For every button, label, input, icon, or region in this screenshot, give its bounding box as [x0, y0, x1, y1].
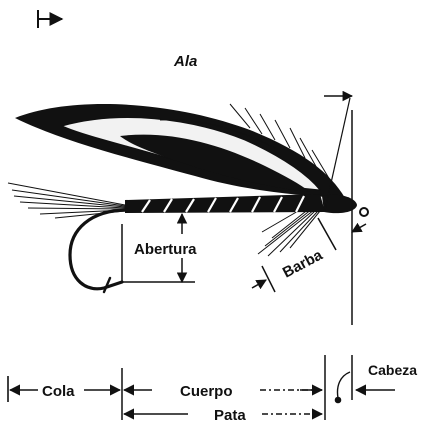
- corner-marker: [38, 10, 62, 28]
- hook: [70, 210, 128, 292]
- beard-fibers: [258, 207, 320, 256]
- label-shank: Pata: [214, 407, 246, 424]
- fly-body: [125, 194, 368, 216]
- label-head: Cabeza: [368, 362, 417, 378]
- label-gap: Abertura: [134, 241, 197, 258]
- wing: [15, 104, 345, 198]
- label-tail: Cola: [42, 383, 75, 400]
- label-body: Cuerpo: [180, 383, 233, 400]
- label-wing: Ala: [173, 53, 197, 70]
- label-beard: Barba: [280, 246, 326, 281]
